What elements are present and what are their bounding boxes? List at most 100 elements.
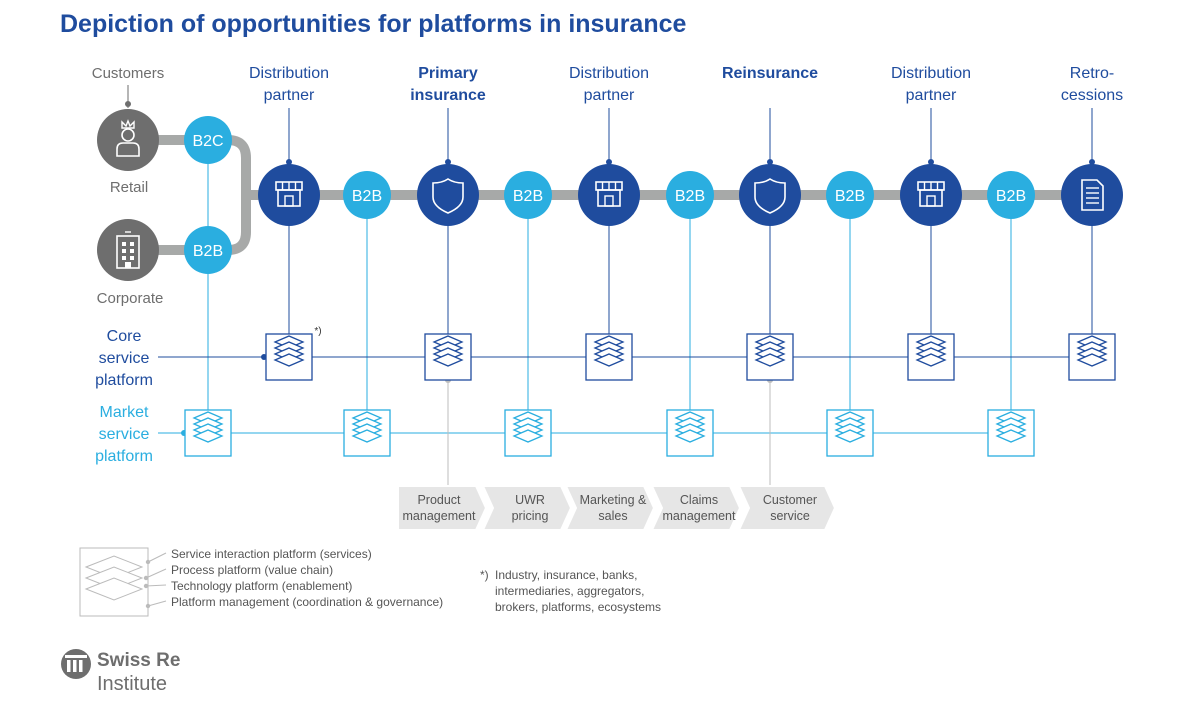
b2b-1-circle [343,171,391,219]
b2b-4-circle [826,171,874,219]
b2b-3-circle [666,171,714,219]
building-icon [116,231,140,269]
corporate-circle [97,219,159,281]
market-platform-label: Market [100,404,149,421]
b2b-label: B2B [193,243,223,260]
layers-icon [192,411,224,443]
b2b-5-circle [987,171,1035,219]
process-step [564,485,656,531]
legend-connector [147,600,167,607]
shop-icon [595,181,623,207]
layers-icon [915,335,947,367]
swiss-re-logo-icon [61,649,91,679]
layer-shape [192,429,224,443]
connector-dot [606,159,612,165]
layer-shape [432,353,464,367]
market-platform-box [826,409,874,457]
chain-node-b2b-3 [666,171,714,219]
market-platform-label: service [99,426,150,443]
person-head [121,128,135,142]
building-window [130,242,134,246]
distribution-2-circle [578,164,640,226]
connector-dot [1089,159,1095,165]
retail-circle [97,109,159,171]
reinsurance-label: Reinsurance [722,65,818,82]
market-platform-box [504,409,552,457]
customers-label: Customers [92,65,165,82]
process-step-label: management [663,509,736,523]
footnote-line: Industry, insurance, banks, [495,568,638,582]
process-step-label: service [770,509,810,523]
core-platform-box [585,333,633,381]
core-platform-box [1068,333,1116,381]
core-platform-box [265,333,313,381]
logo-pillar [67,660,71,672]
connector-dot [928,159,934,165]
legend-connector [147,552,167,563]
b2b-badge [184,226,232,274]
process-step-label: UWR [515,493,545,507]
logo-pillar [73,660,77,672]
layers-icon [674,411,706,443]
process-step [737,485,837,531]
person-icon [116,119,140,157]
distribution-1-circle [258,164,320,226]
core-platform-label: platform [95,372,153,389]
chain-node-distribution-2 [578,164,640,226]
connector-dot [286,159,292,165]
primary-insurance-circle [417,164,479,226]
chain-node-distribution-3 [900,164,962,226]
chain-node-retrocessions [1061,164,1123,226]
layers-icon [512,411,544,443]
connector-dot [445,159,451,165]
document-icon [1081,179,1104,211]
legend-item: Service interaction platform (services) [171,547,372,561]
layers-icon [995,411,1027,443]
connector-dot [767,159,773,165]
process-step [481,485,573,531]
market-platform-label: platform [95,448,153,465]
legend-dot [143,575,149,581]
layers-icon [351,411,383,443]
legend-layer [84,577,144,601]
layer-shape [512,429,544,443]
shop-icon [917,181,945,207]
retail-label: Retail [110,179,148,196]
process-step-label: Product [417,493,461,507]
legend-item: Process platform (value chain) [171,563,333,577]
corporate-label: Corporate [97,290,164,307]
layers-icon [754,335,786,367]
connector-dot [125,101,131,107]
b2b-1-label: B2B [352,188,382,205]
core-platform-label: service [99,350,150,367]
shop-icon [275,181,303,207]
process-step-label: sales [598,509,627,523]
layer-shape [593,353,625,367]
b2b-5-label: B2B [996,188,1026,205]
shop-door [926,195,936,207]
legend-dot [145,559,151,565]
chain-node-b2b-1 [343,171,391,219]
footnote-line: brokers, platforms, ecosystems [495,600,661,614]
distribution-1-label: Distribution [249,65,329,82]
core-platform-label: Core [107,328,142,345]
distribution-1-label: partner [264,87,315,104]
b2b-4-label: B2B [835,188,865,205]
page-title: Depiction of opportunities for platforms… [60,10,687,38]
building-window [122,256,126,260]
layer-shape [351,429,383,443]
core-platform-box [424,333,472,381]
b2b-3-label: B2B [675,188,705,205]
process-step-label: management [403,509,476,523]
market-platform-box [666,409,714,457]
process-step-label: Customer [763,493,817,507]
logo-subtitle: Institute [97,673,168,695]
distribution-2-label: partner [584,87,635,104]
chain-node-b2b-5 [987,171,1035,219]
distribution-3-label: partner [906,87,957,104]
logo-bar [65,655,87,658]
shop-door [284,195,294,207]
layer-shape [1076,353,1108,367]
distribution-2-label: Distribution [569,65,649,82]
